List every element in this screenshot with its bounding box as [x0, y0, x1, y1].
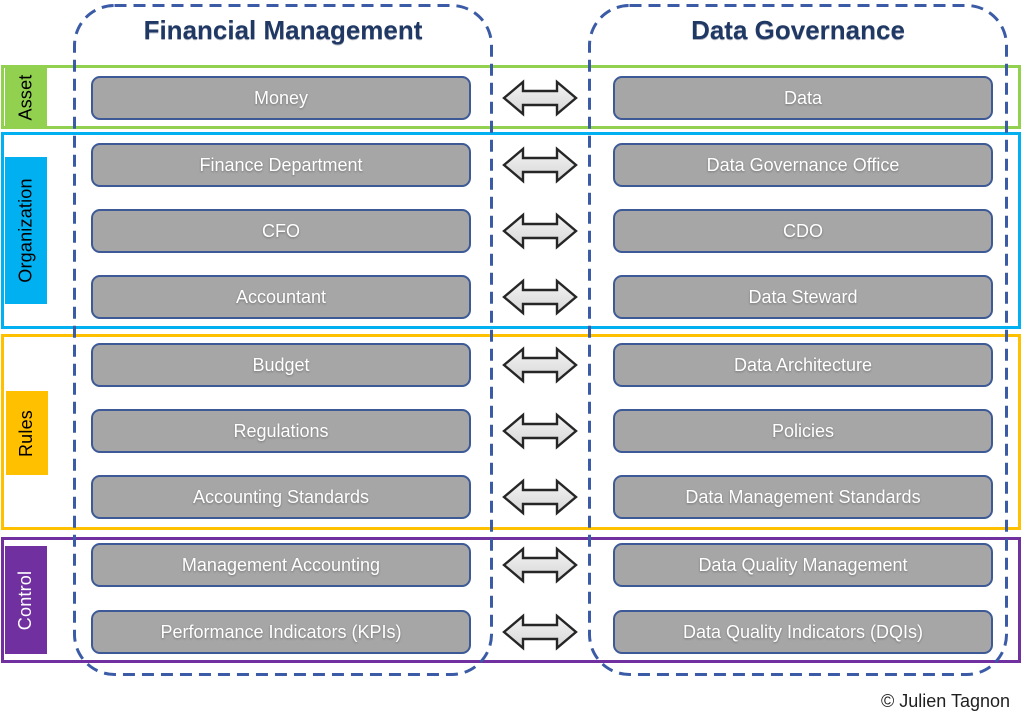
band-label-organization: Organization [5, 157, 47, 304]
left-right-arrow-icon [502, 413, 578, 449]
band-organization [1, 132, 1021, 329]
concept-box: Money [91, 76, 471, 120]
band-label-asset: Asset [5, 66, 47, 128]
band-control [1, 537, 1021, 663]
left-right-arrow-icon [502, 279, 578, 315]
right-column-title: Data Governance [691, 15, 905, 45]
left-right-arrow-icon [502, 213, 578, 249]
concept-box: CDO [613, 209, 993, 253]
concept-box: Data [613, 76, 993, 120]
left-column-frame [73, 4, 493, 676]
concept-box: Data Steward [613, 275, 993, 319]
left-column-title: Financial Management [143, 15, 423, 45]
band-label-text: Asset [15, 73, 36, 121]
concept-box: CFO [91, 209, 471, 253]
right-column-frame [588, 4, 1008, 676]
band-asset [1, 65, 1021, 129]
concept-box: Finance Department [91, 143, 471, 187]
concept-box: Data Governance Office [613, 143, 993, 187]
concept-box: Management Accounting [91, 543, 471, 587]
band-label-text: Organization [15, 178, 36, 283]
left-right-arrow-icon [502, 614, 578, 650]
author-credit: © Julien Tagnon [880, 691, 1010, 711]
concept-box: Data Management Standards [613, 475, 993, 519]
concept-box: Accountant [91, 275, 471, 319]
left-right-arrow-icon [502, 347, 578, 383]
band-label-control: Control [5, 546, 47, 654]
concept-box: Accounting Standards [91, 475, 471, 519]
band-label-rules: Rules [6, 391, 48, 475]
concept-box: Data Quality Management [613, 543, 993, 587]
concept-box: Policies [613, 409, 993, 453]
concept-box: Regulations [91, 409, 471, 453]
concept-box: Data Architecture [613, 343, 993, 387]
left-right-arrow-icon [502, 547, 578, 583]
concept-box: Data Quality Indicators (DQIs) [613, 610, 993, 654]
left-right-arrow-icon [502, 80, 578, 116]
concept-box: Performance Indicators (KPIs) [91, 610, 471, 654]
band-rules [1, 334, 1021, 530]
left-right-arrow-icon [502, 479, 578, 515]
band-label-text: Control [15, 570, 36, 630]
left-right-arrow-icon [502, 147, 578, 183]
concept-box: Budget [91, 343, 471, 387]
band-label-text: Rules [16, 409, 37, 457]
